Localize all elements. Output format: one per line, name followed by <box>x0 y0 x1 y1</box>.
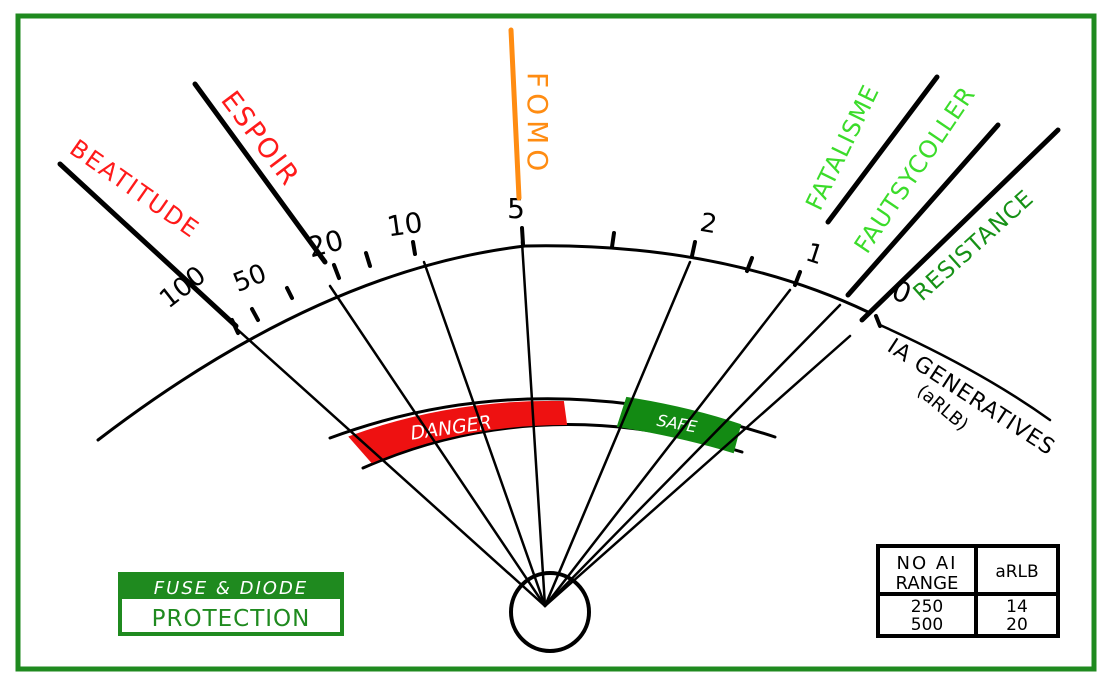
scale-tick <box>745 256 754 273</box>
label-fomo: FOMO <box>521 72 554 176</box>
scale-label-10: 10 <box>385 206 425 244</box>
protection-line1: FUSE & DIODE <box>154 578 308 599</box>
range-header-col2: aRLB <box>995 562 1038 582</box>
scale-ray <box>328 284 547 608</box>
range-header-col1-line2: RANGE <box>896 573 959 594</box>
scale-label-100: 100 <box>154 261 212 315</box>
scale-tick <box>610 231 616 249</box>
scale-ray <box>543 260 692 608</box>
needle-fatalisme <box>825 74 940 225</box>
needle-fautsycoller <box>845 122 1001 298</box>
needle-beatitude <box>57 161 239 329</box>
scale-tick <box>250 307 260 322</box>
scale-ray <box>543 288 792 608</box>
range-col2-value-line1: 14 <box>1006 597 1028 617</box>
label-fatalisme: FATALISME <box>800 80 885 214</box>
scale-label-5: 5 <box>507 192 525 225</box>
scale-tick <box>285 286 294 300</box>
needles <box>57 74 1061 329</box>
scale-tick <box>332 263 341 280</box>
scale-label-1: 1 <box>802 238 827 272</box>
scale-rays <box>236 240 852 608</box>
arc-caption-line1: IA GENERATIVES <box>883 334 1060 461</box>
range-table <box>876 544 1060 638</box>
protection-box <box>118 572 344 636</box>
scale-tick <box>411 240 417 256</box>
scale-label-50: 50 <box>229 258 271 298</box>
protection-header <box>122 575 340 599</box>
range-header-col1-line1: NO AI <box>897 553 958 574</box>
range-col2-value-line2: 20 <box>1006 615 1028 635</box>
needle-pivot <box>509 571 591 653</box>
range-col1-value-line1: 250 <box>911 597 943 617</box>
scale-ray <box>236 328 547 608</box>
scale-label-2: 2 <box>698 208 720 240</box>
scale-tick <box>690 240 697 258</box>
scale-ray <box>543 303 842 608</box>
range-col1-value-line2: 500 <box>911 615 943 635</box>
scale-tick <box>874 314 882 328</box>
scale-tick <box>520 226 525 246</box>
scale-ray <box>520 240 547 608</box>
outer-frame <box>15 13 1097 672</box>
needle-espoir <box>192 81 328 265</box>
scale-ray <box>422 260 547 608</box>
needle-fomo <box>508 27 522 201</box>
protection-line2: PROTECTION <box>152 606 311 632</box>
outer-arc <box>96 244 870 442</box>
scale-tick <box>793 270 802 287</box>
scale-ray <box>543 334 852 608</box>
range-table-border <box>876 544 1060 638</box>
scale-tick <box>364 251 372 268</box>
needle-resistance <box>859 127 1061 323</box>
outer-arc-tail <box>878 323 1052 422</box>
